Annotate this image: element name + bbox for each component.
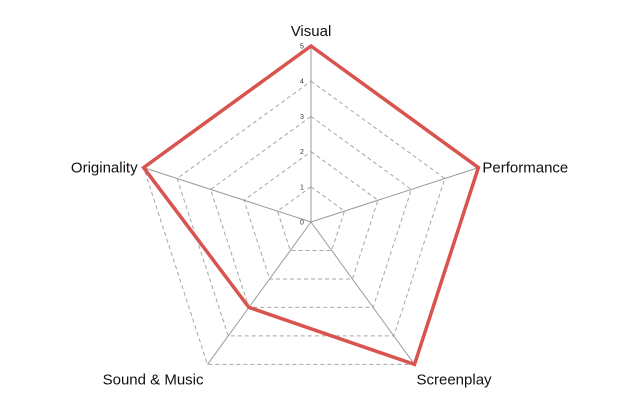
spoke-screenplay — [310, 221, 415, 365]
tick-label-1: 1 — [300, 184, 304, 191]
spoke-performance — [310, 167, 479, 223]
radar-series — [141, 43, 481, 367]
axis-label-screenplay: Screenplay — [417, 371, 493, 388]
tick-label-5: 5 — [300, 44, 304, 51]
axis-label-visual: Visual — [291, 23, 332, 40]
tick-label-2: 2 — [300, 149, 304, 156]
spoke-originality — [143, 167, 312, 223]
radar-tick-labels: 0 1 2 3 4 5 — [300, 44, 304, 227]
axis-label-sound-and-music: Sound & Music — [103, 371, 204, 388]
tick-label-3: 3 — [300, 114, 304, 121]
tick-label-0: 0 — [300, 220, 304, 227]
grid-ring-4 — [176, 80, 446, 337]
axis-label-performance: Performance — [482, 160, 568, 177]
series-0-polygon — [141, 43, 481, 367]
axis-label-originality: Originality — [71, 160, 138, 177]
spoke-sound-and-music — [207, 221, 312, 365]
radar-spokes — [143, 46, 479, 365]
tick-label-4: 4 — [300, 79, 304, 86]
grid-ring-2 — [243, 150, 379, 280]
grid-ring-3 — [210, 115, 412, 308]
